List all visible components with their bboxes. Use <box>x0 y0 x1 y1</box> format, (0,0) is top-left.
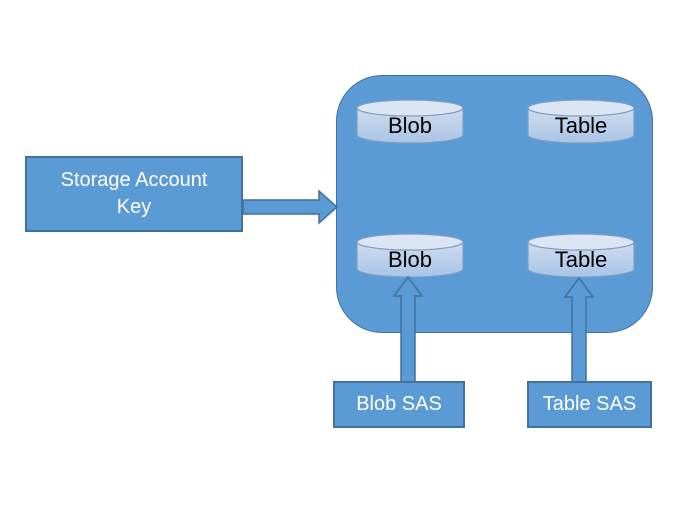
cylinder-blob-top: Blob <box>356 99 464 144</box>
storage-account-key-label: Storage Account Key <box>60 169 208 218</box>
cylinder-icon <box>527 99 635 144</box>
cylinder-icon <box>527 233 635 278</box>
table-sas-box: Table SAS <box>527 381 652 428</box>
cylinder-icon <box>356 233 464 278</box>
cylinder-icon <box>356 99 464 144</box>
storage-account-key-box: Storage Account Key <box>25 156 243 232</box>
storage-key-arrow <box>242 189 339 225</box>
cylinder-table-top: Table <box>527 99 635 144</box>
cylinder-label: Table <box>554 113 608 138</box>
blob-sas-arrow <box>392 275 424 384</box>
table-sas-label: Table SAS <box>542 393 637 415</box>
table-sas-arrow <box>563 276 595 384</box>
blob-sas-box: Blob SAS <box>333 381 465 428</box>
cylinder-blob-bottom: Blob <box>356 233 464 278</box>
cylinder-label: Blob <box>387 113 433 138</box>
cylinder-label: Blob <box>387 247 433 272</box>
cylinder-label: Table <box>554 247 608 272</box>
blob-sas-label: Blob SAS <box>356 393 442 415</box>
cylinder-table-bottom: Table <box>527 233 635 278</box>
